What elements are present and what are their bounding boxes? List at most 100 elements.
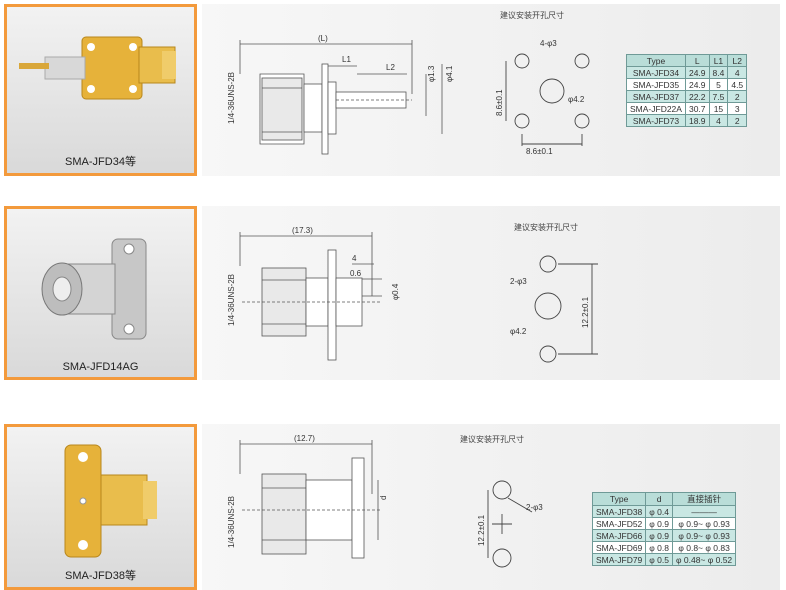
hole-h-label-1: 8.6±0.1	[526, 147, 553, 156]
cell-type: SMA-JFD35	[626, 78, 686, 91]
cell-type: SMA-JFD69	[591, 541, 647, 554]
side-view-drawing-1: 1/4-36UNS-2B (L) L1 L2 φ1.3 φ4.1	[227, 34, 454, 155]
hole-pattern-drawing-3: 建议安装开孔尺寸 2-φ3 12.2±0.1	[460, 434, 543, 568]
thread-label-1: 1/4-36UNS-2B	[227, 72, 236, 124]
header-L1: L1	[708, 54, 729, 67]
dim-len-label-2: (17.3)	[292, 226, 313, 235]
drawing-panel-2: 1/4-36UNS-2B (17.3) 4 0.6 φ0.4 建议安装开孔尺寸 …	[202, 206, 780, 380]
hole-2d3-label-3: 2-φ3	[526, 503, 543, 512]
hole-v-label-2: 12.2±0.1	[581, 296, 590, 328]
connector-image-gold-4hole	[19, 36, 176, 100]
dim-06-label: 0.6	[350, 269, 362, 278]
dim-L1-label: L1	[342, 55, 351, 64]
hole-pattern-drawing-2: 建议安装开孔尺寸 2-φ3 φ4.2 12.2±0.1	[510, 222, 598, 363]
dim-len-label-3: (12.7)	[294, 434, 315, 443]
dim-d13-label: φ1.3	[427, 65, 436, 82]
drawing-panel-1: 1/4-36UNS-2B (L) L1 L2 φ1.3 φ4.1 建议安装开孔尺…	[202, 4, 780, 176]
spec-table-1-header: Type L L1 L2	[626, 54, 748, 67]
cell-L1: 4	[708, 114, 729, 127]
dim-L-label: (L)	[318, 34, 328, 43]
dim-d41-label: φ4.1	[445, 65, 454, 82]
spec-table-3: Type d 直接插针 SMA-JFD38 φ 0.4 ——— SMA-JFD5…	[591, 492, 737, 566]
cell-L: 18.9	[684, 114, 710, 127]
cell-type: SMA-JFD37	[626, 90, 686, 103]
product-caption-2: SMA-JFD14AG	[62, 361, 139, 373]
connector-image-gold-2hole	[64, 444, 157, 558]
product-caption-3: SMA-JFD38等	[65, 570, 136, 582]
drawing-panel-3: 1/4-36UNS-2B (12.7) d 建议安装开孔尺寸 2-φ3 12.2…	[202, 424, 780, 590]
header-L2: L2	[727, 54, 748, 67]
product-photo-3: SMA-JFD38等	[4, 424, 197, 590]
hole-title-3: 建议安装开孔尺寸	[460, 434, 524, 444]
cell-L2: 4	[727, 66, 748, 79]
header-d: d	[645, 492, 673, 506]
hole-title-2: 建议安装开孔尺寸	[514, 222, 578, 232]
table-row: SMA-JFD22A 30.7 15 3	[626, 102, 748, 115]
side-view-drawing-2: 1/4-36UNS-2B (17.3) 4 0.6 φ0.4	[227, 226, 400, 361]
dim-4-label: 4	[352, 254, 357, 263]
cell-L2: 3	[727, 102, 748, 115]
hole-d42-label-2: φ4.2	[510, 327, 527, 336]
spec-table-3-header: Type d 直接插针	[591, 492, 737, 506]
dim-L2-label: L2	[386, 63, 395, 72]
hole-v-label-1: 8.6±0.1	[495, 89, 504, 116]
table-row: SMA-JFD34 24.9 8.4 4	[626, 66, 748, 79]
cell-L: 24.9	[684, 66, 710, 79]
hole-2d3-label-2: 2-φ3	[510, 277, 527, 286]
connector-image-silver-2hole	[41, 238, 147, 340]
dim-d04-label: φ0.4	[391, 283, 400, 300]
cell-L1: 8.4	[708, 66, 729, 79]
hole-v-label-3: 12.2±0.1	[477, 514, 486, 546]
cell-L1: 5	[708, 78, 729, 91]
table-row: SMA-JFD35 24.9 5 4.5	[626, 78, 748, 91]
cell-L1: 7.5	[708, 90, 729, 103]
header-type: Type	[591, 492, 647, 506]
table-row: SMA-JFD79 φ 0.5 φ 0.48~ φ 0.52	[591, 553, 737, 566]
cell-direct-pin: φ 0.9~ φ 0.93	[671, 517, 737, 530]
header-L: L	[684, 54, 710, 67]
cell-type: SMA-JFD34	[626, 66, 686, 79]
thread-label-2: 1/4-36UNS-2B	[227, 274, 236, 326]
hole-title-1: 建议安装开孔尺寸	[500, 10, 564, 20]
cell-direct-pin: ———	[671, 505, 737, 518]
product-photo-1: SMA-JFD34等	[4, 4, 197, 176]
cell-type: SMA-JFD38	[591, 505, 647, 518]
spec-table-1: Type L L1 L2 SMA-JFD34 24.9 8.4 4 SMA-JF…	[626, 54, 748, 127]
table-row: SMA-JFD37 22.2 7.5 2	[626, 90, 748, 103]
hole-4d3-label: 4-φ3	[540, 39, 557, 48]
cell-d: φ 0.4	[645, 505, 673, 518]
cell-type: SMA-JFD52	[591, 517, 647, 530]
cell-type: SMA-JFD79	[591, 553, 647, 566]
table-row: SMA-JFD66 φ 0.9 φ 0.9~ φ 0.93	[591, 529, 737, 542]
table-row: SMA-JFD69 φ 0.8 φ 0.8~ φ 0.83	[591, 541, 737, 554]
cell-L2: 2	[727, 90, 748, 103]
cell-L2: 2	[727, 114, 748, 127]
cell-d: φ 0.9	[645, 517, 673, 530]
cell-L2: 4.5	[727, 78, 748, 91]
header-direct-pin: 直接插针	[671, 492, 737, 506]
cell-type: SMA-JFD22A	[626, 102, 686, 115]
cell-type: SMA-JFD73	[626, 114, 686, 127]
table-row: SMA-JFD52 φ 0.9 φ 0.9~ φ 0.93	[591, 517, 737, 530]
cell-d: φ 0.9	[645, 529, 673, 542]
table-row: SMA-JFD38 φ 0.4 ———	[591, 505, 737, 518]
cell-L1: 15	[708, 102, 729, 115]
thread-label-3: 1/4-36UNS-2B	[227, 496, 236, 548]
cell-L: 22.2	[684, 90, 710, 103]
cell-direct-pin: φ 0.8~ φ 0.83	[671, 541, 737, 554]
hole-pattern-drawing-1: 建议安装开孔尺寸 4-φ3 φ4.2 8.6±0.1 8.6±0.1	[495, 10, 590, 156]
cell-L: 24.9	[684, 78, 710, 91]
product-photo-2: SMA-JFD14AG	[4, 206, 197, 380]
cell-type: SMA-JFD66	[591, 529, 647, 542]
side-view-drawing-3: 1/4-36UNS-2B (12.7) d	[227, 434, 388, 559]
header-type: Type	[626, 54, 686, 67]
dim-d-label: d	[379, 496, 388, 500]
table-row: SMA-JFD73 18.9 4 2	[626, 114, 748, 127]
product-caption-1: SMA-JFD34等	[65, 156, 136, 168]
cell-L: 30.7	[684, 102, 710, 115]
cell-d: φ 0.5	[645, 553, 673, 566]
hole-d42-label: φ4.2	[568, 95, 585, 104]
cell-direct-pin: φ 0.48~ φ 0.52	[671, 553, 737, 566]
cell-direct-pin: φ 0.9~ φ 0.93	[671, 529, 737, 542]
cell-d: φ 0.8	[645, 541, 673, 554]
